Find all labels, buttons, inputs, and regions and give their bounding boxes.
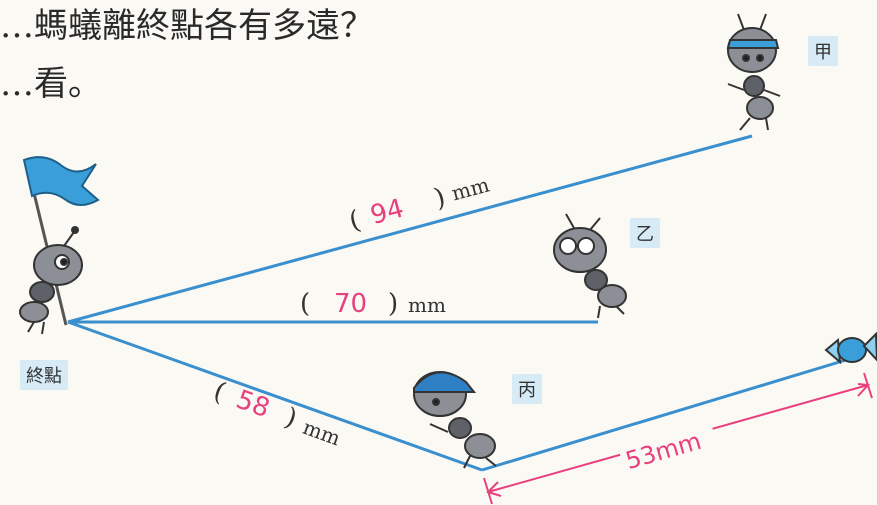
line-to-ant-c (67, 320, 483, 472)
measurement-b-close: ) (388, 289, 398, 319)
measurement-a-value: 94 (367, 194, 407, 232)
ant-a-label: 甲 (808, 36, 838, 66)
finish-label: 終點 (20, 360, 68, 390)
line-c-to-candy (481, 358, 847, 472)
candy-icon (824, 331, 877, 365)
measurement-b-unit: mm (408, 293, 446, 317)
measurement-b-open: ( (300, 289, 310, 319)
line-to-ant-a (67, 134, 753, 324)
ant-b-label: 乙 (630, 218, 660, 248)
measurement-c-open: ( (210, 376, 230, 408)
measurement-c-unit: mm (300, 415, 344, 451)
ant-c-label: 丙 (512, 374, 542, 404)
measurement-b-value: 70 (334, 289, 367, 319)
flag-icon (22, 156, 100, 326)
question-line-1: …螞蟻離終點各有多遠？ (0, 6, 374, 46)
measurement-a-close: ) (431, 182, 449, 214)
measurement-d-value: 53mm (622, 427, 704, 475)
question-line-2: …看。 (0, 64, 102, 104)
measurement-c-close: ) (281, 402, 301, 434)
measurement-b: ( 70 ) mm (300, 289, 446, 319)
ant-a-icon (726, 13, 781, 131)
ant-b-icon (553, 213, 627, 319)
ant-finish-icon (19, 226, 83, 335)
ant-c-icon (413, 371, 497, 469)
measurement-c-value: 58 (232, 385, 273, 425)
measurement-a-open: ( (346, 205, 364, 237)
measurement-a-unit: mm (449, 172, 492, 205)
